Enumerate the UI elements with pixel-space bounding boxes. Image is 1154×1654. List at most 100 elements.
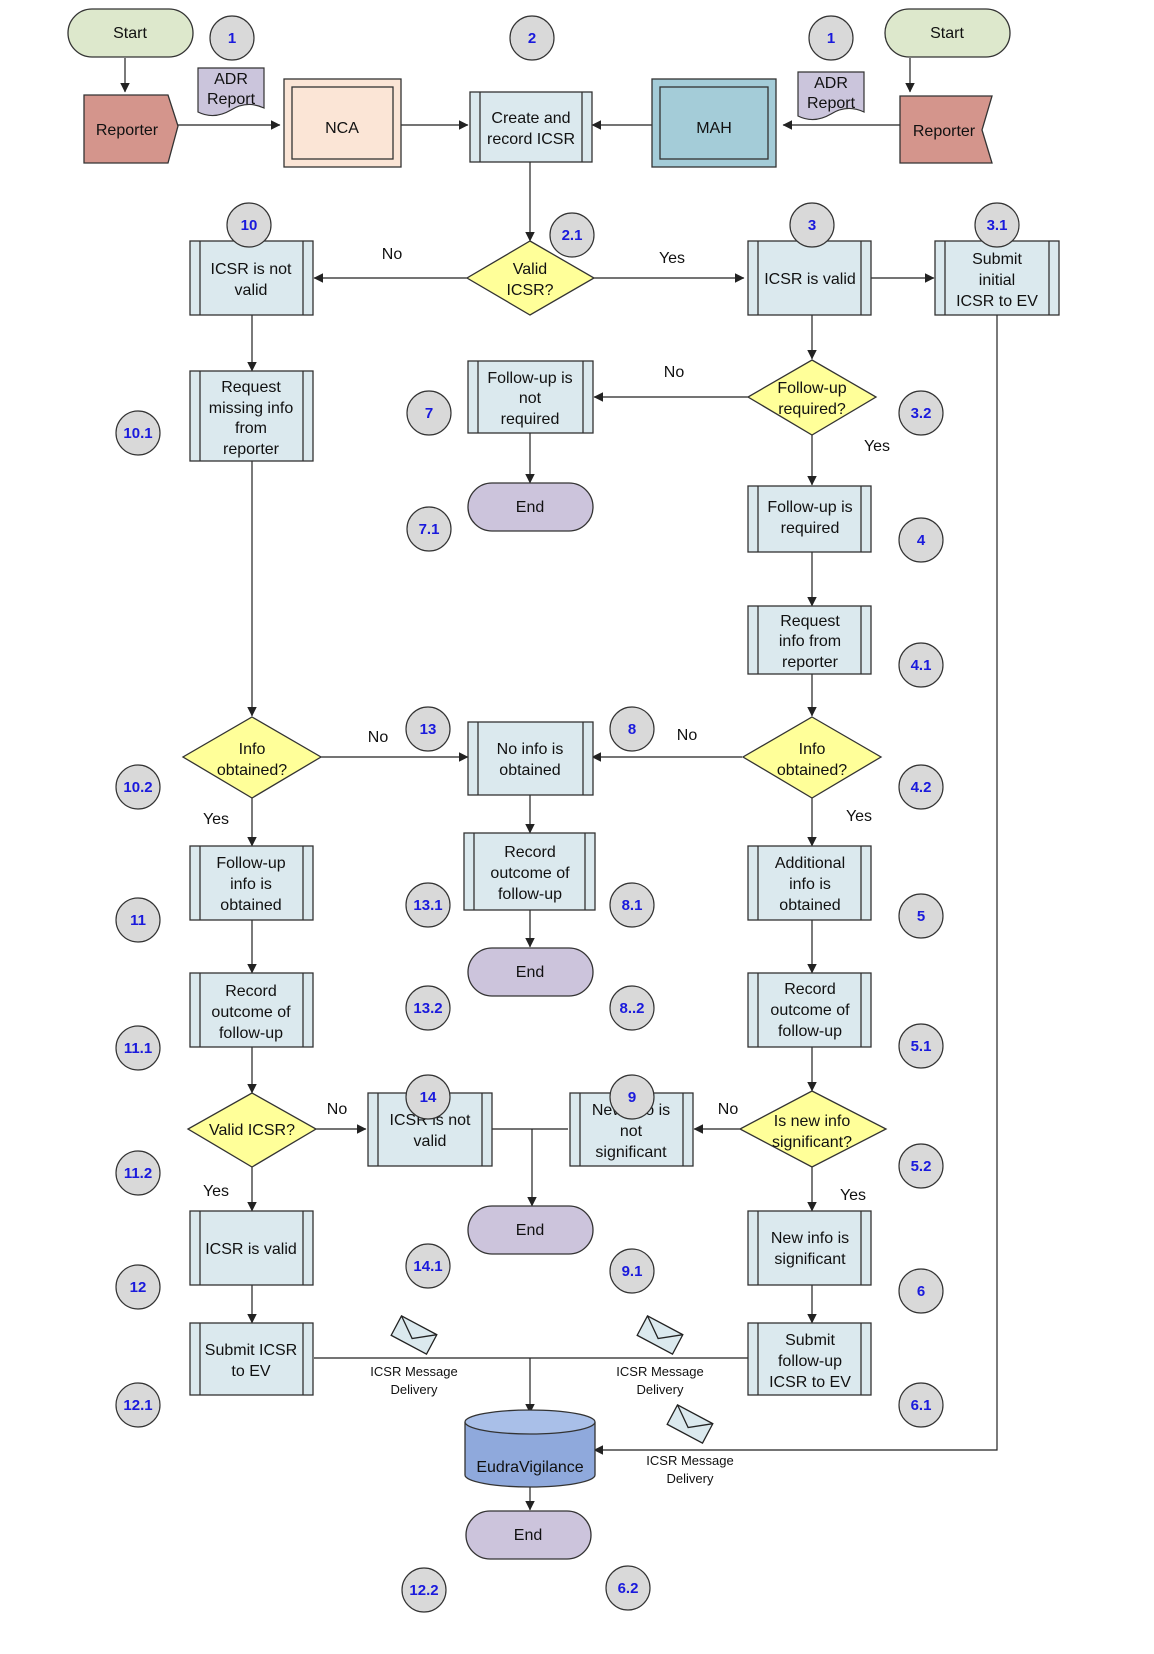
svg-text:Reporter: Reporter: [96, 122, 159, 139]
step-badge: 14.1: [405, 1243, 451, 1289]
svg-text:13: 13: [420, 721, 437, 738]
svg-text:obtained: obtained: [220, 897, 281, 914]
request-missing-box: Request missing info from reporter: [189, 370, 314, 462]
is-new-info-significant-decision: Is new info significant?: [738, 1090, 888, 1168]
svg-text:NCA: NCA: [325, 120, 359, 137]
svg-text:ICSR is not: ICSR is not: [390, 1112, 471, 1129]
svg-text:not: not: [519, 390, 542, 407]
svg-text:No info is: No info is: [497, 741, 564, 758]
svg-text:4: 4: [917, 532, 926, 549]
svg-text:EudraVigilance: EudraVigilance: [476, 1459, 583, 1476]
svg-text:ICSR is valid: ICSR is valid: [205, 1241, 297, 1258]
svg-text:required?: required?: [778, 401, 846, 418]
svg-text:13.2: 13.2: [413, 1000, 442, 1017]
svg-text:5.2: 5.2: [911, 1158, 932, 1175]
svg-text:2: 2: [528, 30, 536, 47]
svg-text:obtained?: obtained?: [777, 762, 847, 779]
step-badge: 11.2: [115, 1150, 161, 1196]
svg-text:10.2: 10.2: [123, 779, 152, 796]
svg-text:Submit: Submit: [785, 1332, 835, 1349]
svg-text:3: 3: [808, 217, 816, 234]
svg-text:outcome of: outcome of: [211, 1004, 291, 1021]
step-badge: 7.1: [406, 506, 452, 552]
svg-text:10: 10: [241, 217, 258, 234]
svg-text:obtained?: obtained?: [217, 762, 287, 779]
adr-report-left: ADR Report: [197, 67, 265, 117]
step-badge: 14: [405, 1074, 451, 1120]
svg-text:Record: Record: [784, 981, 836, 998]
svg-text:1: 1: [827, 30, 835, 47]
followup-not-required-box: Follow-up is not required: [467, 360, 594, 434]
svg-text:Record: Record: [504, 844, 556, 861]
step-badge: 1: [209, 15, 255, 61]
svg-text:significant: significant: [774, 1251, 846, 1268]
svg-text:from: from: [235, 420, 267, 437]
message-label-right: ICSR Message Delivery: [616, 1364, 703, 1397]
edge-label-no: No: [718, 1101, 739, 1118]
svg-text:12.1: 12.1: [123, 1397, 152, 1414]
step-badge: 10.1: [115, 410, 161, 456]
svg-text:Is new info: Is new info: [774, 1113, 851, 1130]
svg-text:ICSR to EV: ICSR to EV: [769, 1374, 851, 1391]
svg-text:12.2: 12.2: [409, 1582, 438, 1599]
submit-initial-box: Submit initial ICSR to EV: [934, 240, 1060, 316]
svg-text:End: End: [516, 964, 544, 981]
svg-text:Delivery: Delivery: [391, 1382, 438, 1397]
svg-text:11: 11: [130, 912, 146, 929]
info-obtained-decision-right: Info obtained?: [741, 716, 883, 799]
svg-text:4.1: 4.1: [911, 657, 932, 674]
record-outcome-mid-box: Record outcome of follow-up: [463, 832, 596, 911]
edge-label-no: No: [368, 729, 389, 746]
valid-icsr-decision-2: Valid ICSR?: [186, 1092, 318, 1168]
end-mid: End: [467, 947, 594, 997]
svg-text:Delivery: Delivery: [667, 1471, 714, 1486]
envelope-icon: [390, 1315, 438, 1355]
svg-text:ICSR is not: ICSR is not: [211, 261, 292, 278]
svg-text:Delivery: Delivery: [637, 1382, 684, 1397]
step-badge: 11: [115, 897, 161, 943]
step-badge: 9.1: [609, 1248, 655, 1294]
step-badge: 12.2: [401, 1567, 447, 1613]
svg-text:6.2: 6.2: [618, 1580, 639, 1597]
svg-text:ICSR Message: ICSR Message: [616, 1364, 703, 1379]
end-bottom: End: [465, 1510, 592, 1560]
svg-text:11.2: 11.2: [124, 1165, 152, 1182]
svg-text:Request: Request: [221, 379, 281, 396]
edges: [120, 58, 998, 1511]
edge-label-no: No: [664, 364, 685, 381]
svg-text:info from: info from: [779, 633, 841, 650]
svg-text:obtained: obtained: [499, 762, 560, 779]
svg-text:6.1: 6.1: [911, 1397, 932, 1414]
svg-text:initial: initial: [979, 272, 1015, 289]
svg-text:11.1: 11.1: [124, 1040, 152, 1057]
followup-required-decision: Follow-up required?: [746, 359, 878, 436]
svg-text:8..2: 8..2: [619, 1000, 644, 1017]
step-badge: 3: [789, 202, 835, 248]
edge-label-yes: Yes: [203, 811, 229, 828]
svg-text:ICSR to EV: ICSR to EV: [956, 293, 1038, 310]
step-badge: 6.1: [898, 1382, 944, 1428]
svg-text:ICSR is valid: ICSR is valid: [764, 271, 856, 288]
reporter-right: Reporter: [899, 95, 993, 164]
svg-text:Start: Start: [113, 25, 147, 42]
eudravigilance-database: EudraVigilance: [464, 1409, 596, 1488]
svg-text:reporter: reporter: [782, 654, 839, 671]
step-badge: 1: [808, 15, 854, 61]
edge-label-yes: Yes: [203, 1183, 229, 1200]
edge-label-yes: Yes: [846, 808, 872, 825]
svg-text:End: End: [516, 499, 544, 516]
create-record-box: Create and record ICSR: [469, 91, 593, 163]
step-badge: 9: [609, 1074, 655, 1120]
nca-box: NCA: [283, 78, 402, 168]
step-badge: 13.1: [405, 882, 451, 928]
step-badge: 13.2: [405, 985, 451, 1031]
svg-text:6: 6: [917, 1283, 925, 1300]
mah-box: MAH: [651, 78, 777, 168]
edge-label-yes: Yes: [864, 438, 890, 455]
svg-text:info is: info is: [230, 876, 272, 893]
svg-text:Follow-up: Follow-up: [777, 380, 846, 397]
svg-text:ADR: ADR: [814, 75, 848, 92]
svg-text:follow-up: follow-up: [219, 1025, 283, 1042]
edge-label-yes: Yes: [840, 1187, 866, 1204]
